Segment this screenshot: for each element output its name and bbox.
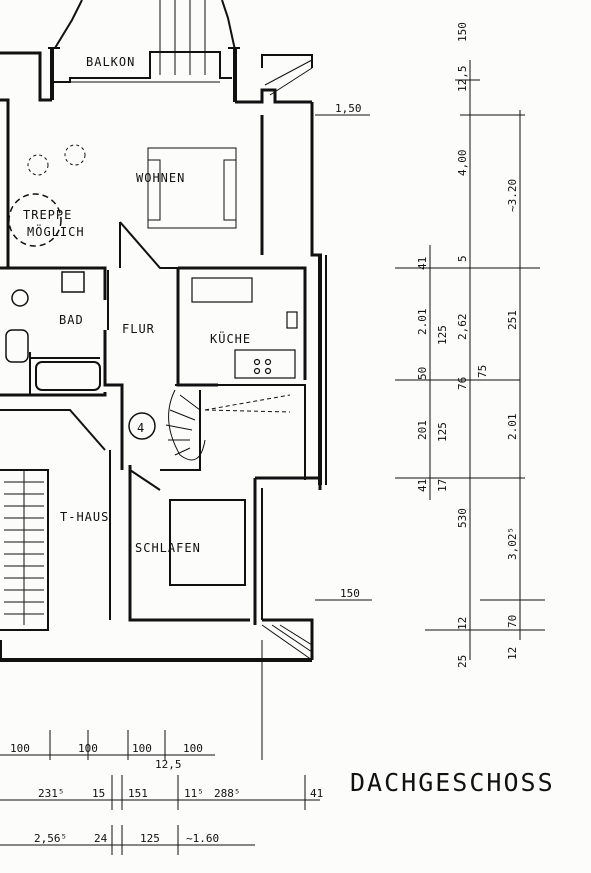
dim-bottom-160: ~1.60 <box>186 832 219 845</box>
dim-bottom-12-5: 12,5 <box>155 758 182 771</box>
dimension-texts-bottom: 100 100 100 100 12,5 231⁵ 15 151 11⁵ 288… <box>10 742 323 845</box>
dim-bottom-256: 2,56⁵ <box>34 832 67 845</box>
room-labels: BALKON WOHNEN TREPPE MÖGLICH BAD FLUR KÜ… <box>23 55 251 555</box>
room-label-kueche: KÜCHE <box>210 330 251 346</box>
dim-bottom-100-a: 100 <box>10 742 30 755</box>
room-label-flur: FLUR <box>122 322 155 336</box>
dim-25: 25 <box>456 655 469 668</box>
balcony-wall <box>51 48 232 83</box>
dim-12-b: 12 <box>506 647 519 660</box>
walls <box>0 0 327 662</box>
dim-400: 4,00 <box>456 150 469 177</box>
room-label-schlafen: SCHLAFEN <box>135 541 201 555</box>
dim-41-b: 41 <box>416 479 429 492</box>
dim-bottom-151: 151 <box>128 787 148 800</box>
dim-262: 2,62 <box>456 314 469 341</box>
dim-bottom-41: 41 <box>310 787 323 800</box>
stair-option-circle <box>8 193 62 247</box>
dim-bottom-100-d: 100 <box>183 742 203 755</box>
dim-201-c: 2.01 <box>506 414 519 441</box>
room-label-bad: BAD <box>59 313 84 327</box>
dim-75: 75 <box>476 365 489 378</box>
stair-number: 4 <box>137 421 145 435</box>
dim-76: 76 <box>456 377 469 390</box>
dim-41-a: 41 <box>416 257 429 270</box>
dimension-texts-vertical: 2.01 50 201 530 12 25 41 41 125 76 125 1… <box>416 22 519 668</box>
dim-201-a: 2.01 <box>416 309 429 336</box>
dim-320: ~3.20 <box>506 179 519 212</box>
dim-bottom-11: 11⁵ <box>184 787 204 800</box>
dim-bottom-125: 125 <box>140 832 160 845</box>
dim-bottom-100-c: 100 <box>132 742 152 755</box>
room-label-balkon: BALKON <box>86 55 135 69</box>
room-label-wohnen: WOHNEN <box>136 171 185 185</box>
drawing-title: DACHGESCHOSS <box>350 768 555 797</box>
stair-treads-left <box>4 470 44 625</box>
dim-201-b: 201 <box>416 420 429 440</box>
dim-bottom-288: 288⁵ <box>214 787 241 800</box>
dimension-texts-right: 1,50 150 <box>335 102 362 600</box>
dim-12-a: 12 <box>456 617 469 630</box>
dim-530: 530 <box>456 508 469 528</box>
kitchen-furniture <box>191 277 298 379</box>
dim-17: 17 <box>436 479 449 492</box>
dim-5: 5 <box>456 255 469 262</box>
dim-bottom-100-b: 100 <box>78 742 98 755</box>
dim-12-5: 12,5 <box>456 66 469 93</box>
spiral-stair <box>165 389 291 461</box>
dim-70: 70 <box>506 615 519 628</box>
dim-bottom-231: 231⁵ <box>38 787 65 800</box>
dim-150-mid: 150 <box>340 587 360 600</box>
dim-125-b: 125 <box>436 422 449 442</box>
dim-302: 3,02⁵ <box>506 527 519 560</box>
living-furniture <box>8 144 237 247</box>
room-label-treppe: TREPPE <box>23 208 72 222</box>
dim-bottom-15: 15 <box>92 787 105 800</box>
room-label-t-haus: T-HAUS <box>60 510 109 524</box>
dimension-lines-bottom <box>0 640 320 855</box>
dimension-lines-right <box>315 60 545 660</box>
corner-hatching <box>261 59 313 661</box>
dim-50: 50 <box>416 367 429 380</box>
room-label-moeglich: MÖGLICH <box>27 223 85 239</box>
dim-125-a: 125 <box>436 325 449 345</box>
dim-150-col3: 150 <box>456 22 469 42</box>
dim-251: 251 <box>506 310 519 330</box>
dim-bottom-24: 24 <box>94 832 108 845</box>
dim-150-top: 1,50 <box>335 102 362 115</box>
balcony-railing <box>62 0 220 83</box>
stair-number-circle <box>128 412 156 440</box>
